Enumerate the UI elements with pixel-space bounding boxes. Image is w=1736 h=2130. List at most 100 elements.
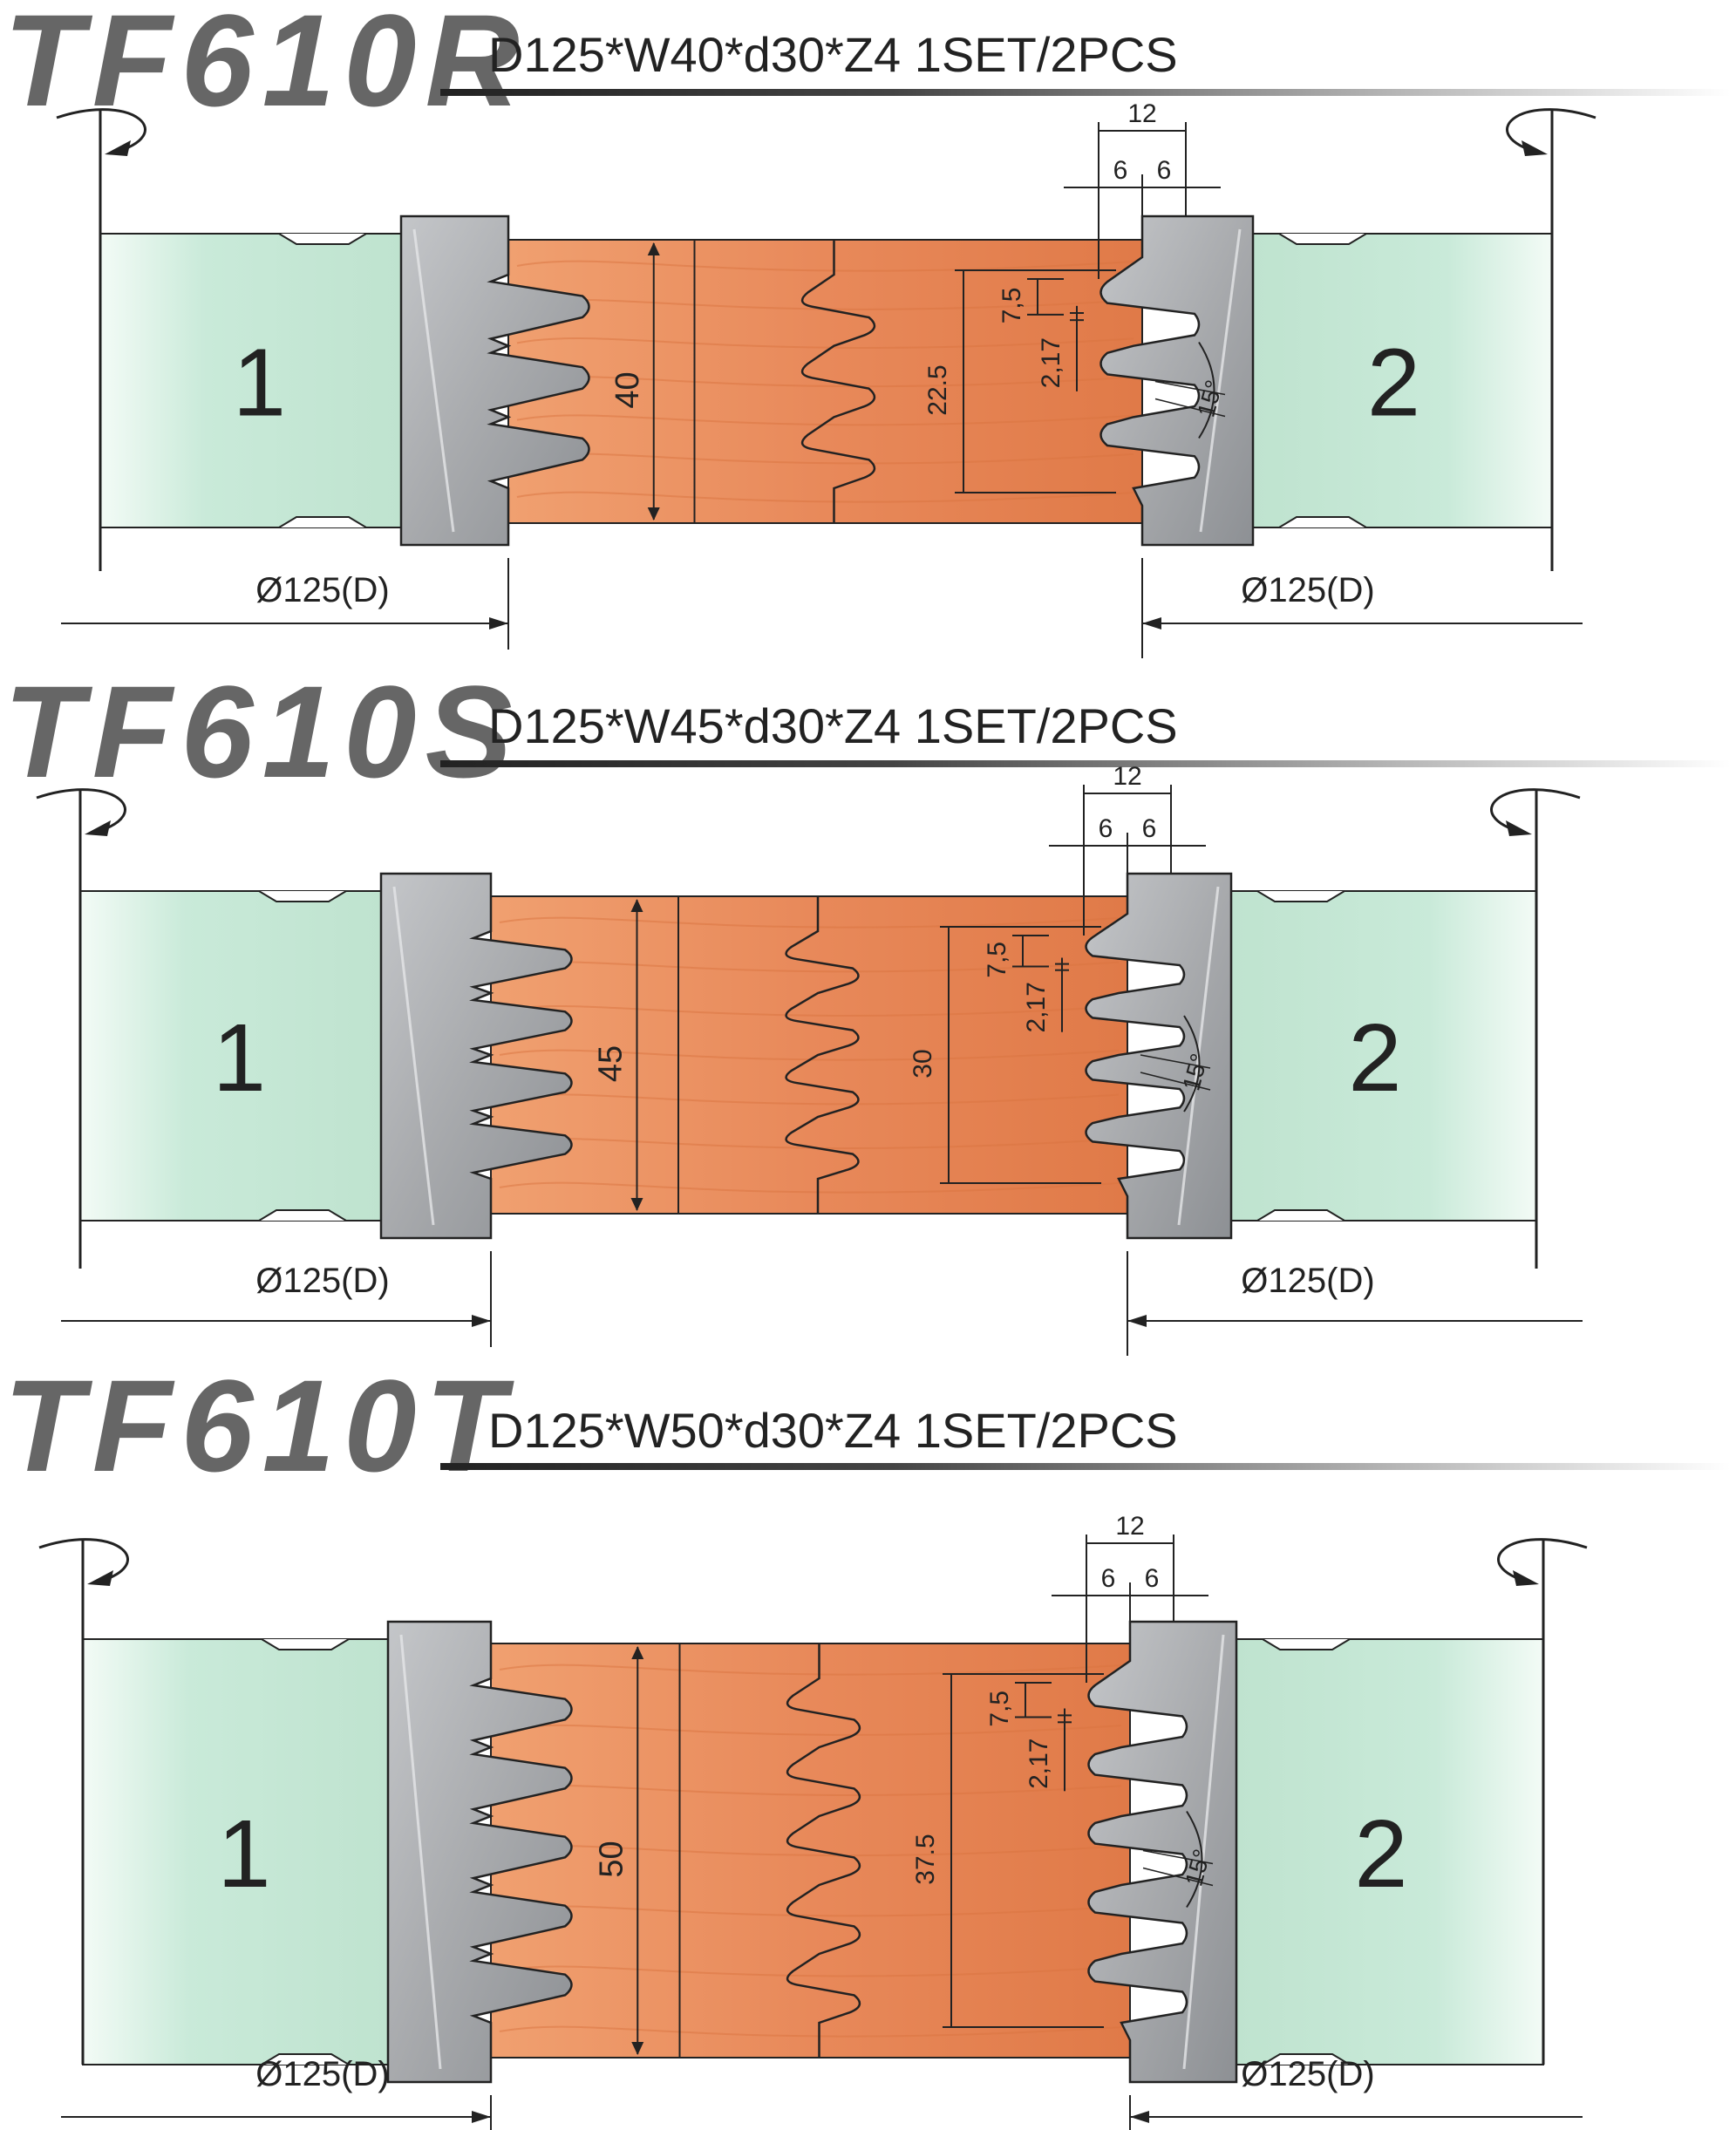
arrowhead <box>630 899 643 912</box>
steel-highlight <box>1182 1634 1225 2070</box>
width-dim-label: 50 <box>593 1841 630 1877</box>
hub-notch <box>261 2053 350 2065</box>
steel-highlight <box>392 886 435 1226</box>
hub-notch <box>1262 2053 1351 2065</box>
arrowhead <box>631 1646 644 1659</box>
rotation-arrow-right <box>1497 1538 1588 1584</box>
width-dim-label: 40 <box>609 371 646 408</box>
hub-notch <box>1256 1209 1345 1222</box>
spec-underline <box>440 760 1731 767</box>
angle-ray <box>1142 1867 1214 1887</box>
tool-number-2: 2 <box>1354 1800 1407 1908</box>
spec-underline <box>440 89 1731 96</box>
span-dim-label: 22.5 <box>923 364 952 415</box>
hub-notch <box>258 890 347 902</box>
knife-left <box>386 1620 573 2084</box>
hub-notch <box>1262 1638 1351 1650</box>
wood-grain <box>499 1664 1122 1676</box>
gap-dim-label: 2,17 <box>1037 337 1065 388</box>
spec-underline <box>440 1463 1731 1470</box>
rotation-arrow-left <box>38 1538 129 1584</box>
arrowhead <box>647 242 660 255</box>
arrowhead <box>489 617 508 629</box>
steel-highlight <box>412 228 455 533</box>
knife-left <box>399 214 590 547</box>
wood-grain <box>499 916 1120 929</box>
arrowhead <box>1127 1315 1147 1327</box>
rotation-arrowhead <box>1513 1570 1539 1586</box>
angle-ray <box>1154 398 1226 418</box>
hub-notch <box>278 516 367 528</box>
top-half-label: 6 <box>1157 156 1172 185</box>
finger-joint <box>800 240 876 523</box>
wood-grain <box>516 414 1134 426</box>
arrowhead <box>1130 2111 1149 2123</box>
angle-arc <box>1186 1810 1203 1909</box>
spec-text: D125*W40*d30*Z4 1SET/2PCS <box>488 27 1178 82</box>
rotation-arrow-left <box>56 108 146 154</box>
rotation-arrowhead <box>1506 820 1532 836</box>
arrowhead <box>1142 617 1161 629</box>
top-total-label: 12 <box>1115 1512 1144 1541</box>
diameter-label-left: Ø125(D) <box>255 571 389 609</box>
gap-dim-label: 2,17 <box>1022 982 1051 1032</box>
diameter-label-left: Ø125(D) <box>255 1262 389 1300</box>
rotation-arrow-right <box>1506 108 1596 154</box>
angle-ray <box>1140 1054 1211 1069</box>
rotation-arrowhead <box>85 820 111 836</box>
wood-grain <box>516 260 1134 272</box>
model-title: TF610T <box>3 1352 514 1499</box>
knife-right <box>1099 214 1255 547</box>
diameter-label-right: Ø125(D) <box>1241 2055 1374 2093</box>
hub-notch <box>1278 516 1367 528</box>
rotation-arrow-left <box>36 788 126 834</box>
top-half-label: 6 <box>1099 814 1113 843</box>
tool-number-2: 2 <box>1348 1004 1401 1112</box>
wood-grain <box>499 1965 1122 1977</box>
pitch-dim-label: 7,5 <box>997 288 1026 324</box>
top-half-label: 6 <box>1113 156 1128 185</box>
top-total-label: 12 <box>1113 762 1141 791</box>
knife-right <box>1085 872 1233 1240</box>
top-half-label: 6 <box>1145 1564 1160 1593</box>
hub-notch <box>1278 233 1367 245</box>
steel-highlight <box>399 1634 442 2070</box>
arrowhead <box>631 2042 644 2055</box>
hub-notch <box>278 233 367 245</box>
wood-grain <box>516 337 1134 349</box>
rotation-arrowhead <box>1522 140 1548 156</box>
arrowhead <box>472 1315 491 1327</box>
diameter-label-right: Ø125(D) <box>1241 1262 1374 1300</box>
spec-text: D125*W50*d30*Z4 1SET/2PCS <box>488 1403 1178 1458</box>
gap-dim-label: 2,17 <box>1025 1739 1053 1789</box>
top-half-label: 6 <box>1101 1564 1116 1593</box>
knife-left <box>379 872 573 1240</box>
tool-number-1: 1 <box>217 1800 270 1908</box>
steel-highlight <box>1199 228 1242 533</box>
wood-grain <box>499 2025 1122 2038</box>
pitch-dim-label: 7,5 <box>983 942 1011 978</box>
hub-notch <box>258 1209 347 1222</box>
finger-joint <box>786 1643 861 2058</box>
angle-arc <box>1183 1015 1201 1113</box>
top-half-label: 6 <box>1142 814 1157 843</box>
wood-grain <box>516 491 1134 503</box>
angle-ray <box>1142 1849 1214 1865</box>
hub-notch <box>261 1638 350 1650</box>
width-dim-label: 45 <box>593 1045 630 1082</box>
hub-notch <box>1256 890 1345 902</box>
arrowhead <box>647 507 660 521</box>
model-title: TF610S <box>3 658 521 805</box>
pitch-dim-label: 7,5 <box>985 1691 1014 1727</box>
rotation-arrowhead <box>105 140 131 156</box>
angle-arc <box>1198 341 1215 439</box>
diameter-label-left: Ø125(D) <box>255 2055 389 2093</box>
wood-grain <box>499 1181 1120 1194</box>
span-dim-label: 37.5 <box>911 1834 940 1884</box>
wood-grain <box>499 1005 1120 1017</box>
angle-ray <box>1154 380 1226 396</box>
tool-number-1: 1 <box>213 1004 266 1112</box>
